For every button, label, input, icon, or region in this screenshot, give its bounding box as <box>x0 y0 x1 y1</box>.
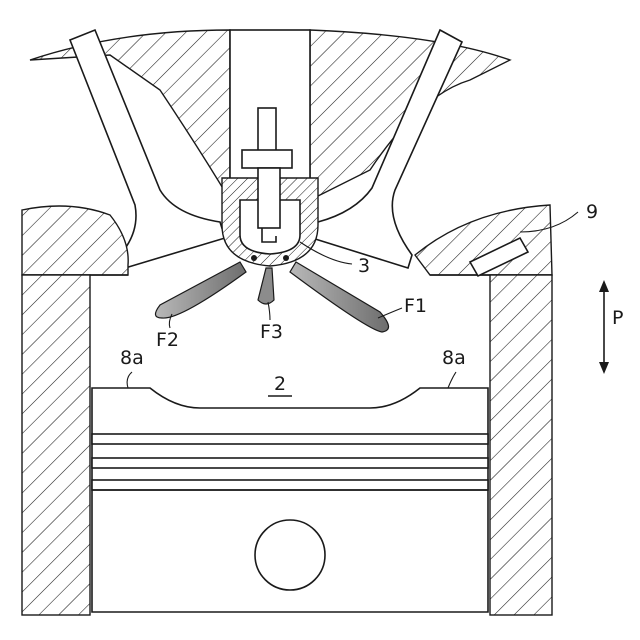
label-part-9: 9 <box>586 201 598 223</box>
leader-8a-left <box>127 372 132 388</box>
cylinder-wall-right <box>490 275 552 615</box>
label-spray-f2: F2 <box>156 329 179 351</box>
nozzle-orifice-right <box>283 255 289 261</box>
label-piston: 2 <box>274 373 286 395</box>
nozzle-orifice-left <box>251 255 257 261</box>
piston-ring-1 <box>92 434 488 444</box>
arrow-head-down <box>599 362 609 374</box>
cylinder-wall-left <box>22 275 90 615</box>
injector-needle <box>258 168 280 228</box>
injector-stem <box>258 108 276 153</box>
head-lower-left <box>22 206 128 275</box>
spray-f3 <box>258 268 274 304</box>
spray-f1 <box>290 262 389 332</box>
leader-8a-right <box>448 372 456 388</box>
label-cavity-right: 8a <box>442 347 466 369</box>
label-part-3: 3 <box>358 255 370 277</box>
piston-ring-3 <box>92 480 488 490</box>
label-direction-p: P <box>612 307 623 329</box>
label-cavity-left: 8a <box>120 347 144 369</box>
label-spray-f3: F3 <box>260 321 283 343</box>
leader-f3 <box>268 302 270 320</box>
piston-ring-2 <box>92 458 488 468</box>
arrow-head-up <box>599 280 609 292</box>
spray-f2 <box>155 262 246 318</box>
label-spray-f1: F1 <box>404 295 427 317</box>
injector-nut <box>242 150 292 168</box>
piston-pin <box>255 520 325 590</box>
